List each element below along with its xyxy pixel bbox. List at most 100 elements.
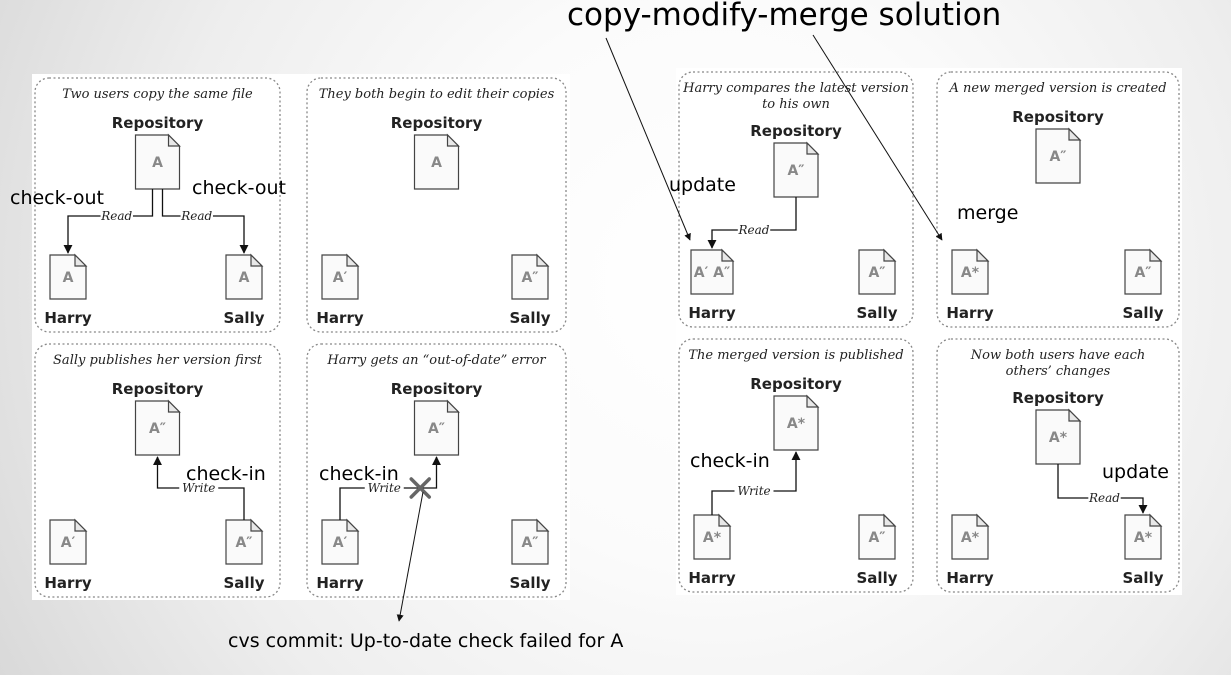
error-pointer-arrow — [396, 491, 424, 622]
harry-document: A* — [693, 513, 732, 560]
repository-label: Repository — [391, 380, 483, 398]
panel-6: A new merged version is createdRepositor… — [936, 71, 1180, 328]
harry-document-version: A* — [961, 265, 980, 281]
panel-caption: Harry gets an “out-of-date” error — [326, 353, 546, 368]
sally-document: A″ — [858, 513, 897, 560]
sally-document-version: A* — [1134, 530, 1153, 546]
sally-document-version: A″ — [868, 530, 885, 546]
harry-document-version: A′ — [333, 535, 348, 551]
repository-document-version: A* — [787, 416, 806, 432]
harry-document: A′ — [49, 518, 88, 565]
update-label-sally: update — [1102, 461, 1169, 483]
panel-caption: A new merged version is created — [948, 81, 1166, 96]
harry-document: A′ — [321, 253, 360, 300]
sally-document-version: A″ — [521, 535, 538, 551]
repository-document-version: A — [431, 155, 442, 171]
repository-document: A — [134, 133, 181, 190]
sally-label: Sally — [1123, 304, 1164, 322]
sally-document-version: A″ — [1134, 265, 1151, 281]
panel-caption: They both begin to edit their copies — [319, 87, 555, 102]
sally-label: Sally — [510, 574, 551, 592]
sally-document-version: A — [239, 270, 250, 286]
repository-label: Repository — [112, 380, 204, 398]
title-pointer-merge — [812, 34, 943, 241]
sally-document: A — [225, 253, 264, 300]
sally-document: A* — [1124, 513, 1163, 560]
panel-border — [34, 77, 281, 333]
read-label: Read — [180, 209, 212, 223]
check-out-label-left: check-out — [10, 187, 104, 209]
harry-label: Harry — [44, 574, 91, 592]
check-in-label-sally: check-in — [186, 463, 266, 485]
sally-label: Sally — [1123, 569, 1164, 587]
sally-document: A″ — [1124, 248, 1163, 295]
harry-label: Harry — [316, 309, 363, 327]
repository-document-version: A″ — [149, 421, 166, 437]
harry-document: A* — [951, 248, 990, 295]
repository-label: Repository — [391, 114, 483, 132]
sally-label: Sally — [224, 574, 265, 592]
sally-document-version: A″ — [868, 265, 885, 281]
write-label: Write — [182, 481, 215, 495]
write-label: Write — [368, 481, 401, 495]
repository-label: Repository — [1012, 389, 1104, 407]
repository-document: A″ — [773, 141, 820, 198]
harry-document-version: A′ A″ — [694, 265, 731, 281]
repository-document: A — [413, 133, 460, 190]
harry-label: Harry — [688, 569, 735, 587]
harry-label: Harry — [946, 304, 993, 322]
read-label: Read — [738, 223, 770, 237]
sally-document-version: A″ — [235, 535, 252, 551]
panel-4: Harry gets an “out-of-date” errorReposit… — [306, 343, 567, 598]
harry-document: A′ — [321, 518, 360, 565]
repository-label: Repository — [112, 114, 204, 132]
update-label-harry: update — [669, 174, 736, 196]
harry-label: Harry — [688, 304, 735, 322]
sally-document-version: A″ — [521, 270, 538, 286]
sally-label: Sally — [224, 309, 265, 327]
panel-2: They both begin to edit their copiesRepo… — [306, 77, 567, 333]
repository-document: A* — [1035, 408, 1082, 465]
panel-caption: Sally publishes her version first — [53, 353, 263, 368]
sally-label: Sally — [510, 309, 551, 327]
repository-label: Repository — [750, 375, 842, 393]
check-in-label-harry: check-in — [319, 463, 399, 485]
repository-document-version: A — [152, 155, 163, 171]
repository-document: A″ — [134, 399, 181, 456]
repository-document: A* — [773, 394, 820, 451]
repository-document-version: A″ — [428, 421, 445, 437]
sally-label: Sally — [857, 569, 898, 587]
blocked-cross-icon — [409, 477, 431, 499]
repository-document: A″ — [413, 399, 460, 456]
repository-label: Repository — [1012, 108, 1104, 126]
cvs-error-message: cvs commit: Up-to-date check failed for … — [228, 630, 624, 652]
panel-caption: The merged version is published — [688, 348, 903, 363]
harry-label: Harry — [946, 569, 993, 587]
harry-document-version: A* — [703, 530, 722, 546]
title-pointer-update — [605, 37, 691, 241]
repository-document: A″ — [1035, 127, 1082, 184]
sally-document: A″ — [858, 248, 897, 295]
harry-document: A — [49, 253, 88, 300]
sally-label: Sally — [857, 304, 898, 322]
harry-document-version: A — [63, 270, 74, 286]
harry-label: Harry — [44, 309, 91, 327]
panel-caption: Two users copy the same file — [62, 87, 253, 102]
sally-document: A″ — [511, 253, 550, 300]
repository-label: Repository — [750, 122, 842, 140]
read-label: Read — [1088, 491, 1120, 505]
sally-document: A″ — [511, 518, 550, 565]
panel-border — [306, 77, 567, 333]
merge-label: merge — [957, 202, 1019, 224]
check-in-label-published: check-in — [690, 450, 770, 472]
harry-document: A* — [951, 513, 990, 560]
check-out-label-right: check-out — [192, 177, 286, 199]
harry-label: Harry — [316, 574, 363, 592]
panel-3: Sally publishes her version firstReposit… — [34, 343, 281, 598]
panel-border — [936, 71, 1180, 328]
